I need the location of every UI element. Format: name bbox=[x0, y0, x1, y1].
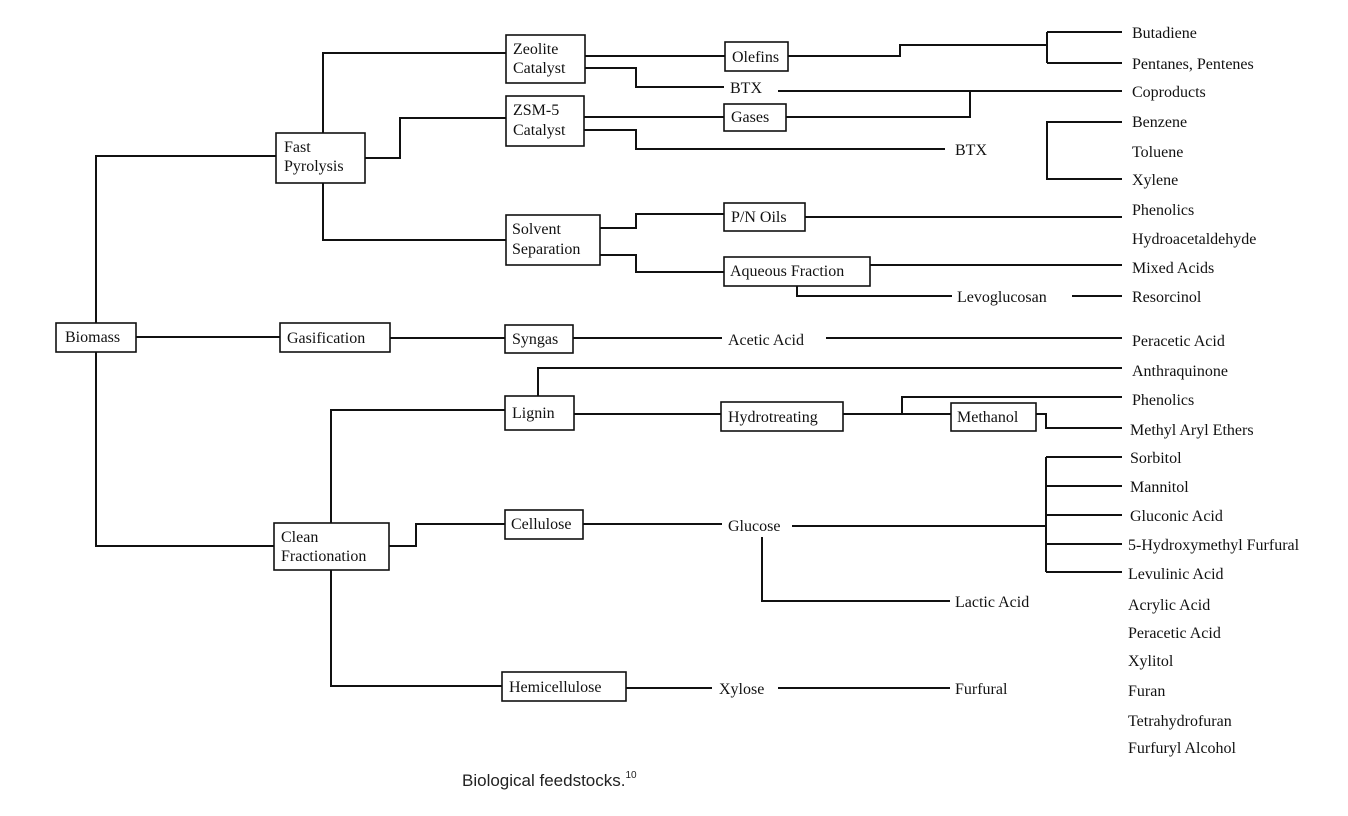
intermediate-acetic-acid: Acetic Acid bbox=[728, 332, 804, 349]
product-labels: Butadiene Pentanes, Pentenes Coproducts … bbox=[1128, 25, 1300, 757]
connector-clean-fractionation-to-cellulose bbox=[389, 523, 505, 547]
connector-glucose-to-lactic-acid bbox=[761, 537, 950, 602]
connector-biomass-to-clean-fractionation bbox=[95, 352, 274, 547]
node-cellulose-label: Cellulose bbox=[511, 516, 571, 533]
node-zsm5-catalyst-line1: ZSM-5 bbox=[513, 102, 559, 119]
node-syngas-label: Syngas bbox=[512, 331, 558, 348]
node-fast-pyrolysis-line2: Pyrolysis bbox=[284, 158, 344, 175]
connector-solvent-to-pn-oils bbox=[600, 213, 724, 229]
node-clean-fractionation-line1: Clean bbox=[281, 529, 318, 546]
product-methyl-aryl-ethers: Methyl Aryl Ethers bbox=[1130, 422, 1254, 439]
connector-lignin-to-anthraquinone bbox=[537, 367, 1122, 396]
connector-fast-pyrolysis-to-zeolite bbox=[322, 52, 506, 133]
connector-aromatics-bracket bbox=[1046, 121, 1122, 180]
node-gases: Gases bbox=[723, 103, 787, 132]
product-sorbitol: Sorbitol bbox=[1130, 450, 1182, 467]
product-levulinic-acid: Levulinic Acid bbox=[1128, 566, 1224, 583]
node-hydrotreating: Hydrotreating bbox=[720, 401, 844, 432]
product-hydroacetaldehyde: Hydroacetaldehyde bbox=[1132, 231, 1256, 248]
figure-caption-text: Biological feedstocks. bbox=[462, 771, 625, 790]
product-phenolics-2: Phenolics bbox=[1132, 392, 1194, 409]
node-methanol-label: Methanol bbox=[957, 409, 1019, 426]
product-mixed-acids: Mixed Acids bbox=[1132, 260, 1214, 277]
node-zsm5-catalyst-line2: Catalyst bbox=[513, 122, 566, 139]
node-olefins-label: Olefins bbox=[732, 49, 779, 66]
intermediate-btx-2: BTX bbox=[955, 142, 987, 159]
connector-hydrotreating-to-phenolics bbox=[843, 396, 1122, 415]
node-gasification: Gasification bbox=[279, 322, 391, 353]
node-biomass: Biomass bbox=[55, 322, 137, 353]
connector-fast-pyrolysis-to-solvent bbox=[322, 183, 506, 241]
intermediate-glucose: Glucose bbox=[728, 518, 780, 535]
node-gases-label: Gases bbox=[731, 109, 769, 126]
product-tetrahydrofuran: Tetrahydrofuran bbox=[1128, 713, 1232, 730]
product-anthraquinone: Anthraquinone bbox=[1132, 363, 1228, 380]
connector-olefins-to-products bbox=[788, 44, 1047, 57]
intermediate-lactic-acid: Lactic Acid bbox=[955, 594, 1029, 611]
product-butadiene: Butadiene bbox=[1132, 25, 1197, 42]
connector-aqueous-to-levoglucosan bbox=[796, 283, 952, 297]
figure-caption: Biological feedstocks.10 bbox=[462, 770, 637, 790]
node-aqueous-fraction-label: Aqueous Fraction bbox=[730, 263, 844, 280]
product-gluconic-acid: Gluconic Acid bbox=[1130, 508, 1223, 525]
product-resorcinol: Resorcinol bbox=[1132, 289, 1202, 306]
product-furan: Furan bbox=[1128, 683, 1165, 700]
connector-clean-fractionation-to-hemicellulose bbox=[330, 570, 502, 687]
node-gasification-label: Gasification bbox=[287, 330, 365, 347]
product-xylene: Xylene bbox=[1132, 172, 1178, 189]
intermediate-levoglucosan: Levoglucosan bbox=[957, 289, 1047, 306]
node-solvent-separation-line2: Separation bbox=[512, 241, 580, 258]
product-coproducts: Coproducts bbox=[1132, 84, 1206, 101]
node-biomass-label: Biomass bbox=[65, 329, 120, 346]
node-cellulose: Cellulose bbox=[504, 509, 584, 540]
node-solvent-separation: Solvent Separation bbox=[505, 214, 601, 266]
connector-zsm5-to-btx bbox=[584, 129, 945, 150]
intermediate-furfural: Furfural bbox=[955, 681, 1008, 698]
product-mannitol: Mannitol bbox=[1130, 479, 1189, 496]
connector-gases-to-coproducts bbox=[786, 91, 971, 118]
connector-lines bbox=[95, 31, 1122, 689]
node-hemicellulose: Hemicellulose bbox=[501, 671, 627, 702]
connector-methanol-to-ethers bbox=[1036, 413, 1122, 429]
product-phenolics-1: Phenolics bbox=[1132, 202, 1194, 219]
node-clean-fractionation-line2: Fractionation bbox=[281, 548, 366, 565]
product-peracetic-acid-1: Peracetic Acid bbox=[1132, 333, 1225, 350]
intermediate-labels: BTX BTX Levoglucosan Acetic Acid Glucose… bbox=[719, 78, 1047, 698]
connector-fast-pyrolysis-to-zsm5 bbox=[365, 117, 506, 159]
node-lignin: Lignin bbox=[504, 395, 575, 431]
node-solvent-separation-line1: Solvent bbox=[512, 221, 561, 238]
product-xylitol: Xylitol bbox=[1128, 653, 1174, 670]
product-peracetic-acid-2: Peracetic Acid bbox=[1128, 625, 1221, 642]
node-clean-fractionation: Clean Fractionation bbox=[273, 522, 390, 571]
product-hmf: 5-Hydroxymethyl Furfural bbox=[1128, 537, 1300, 554]
product-benzene: Benzene bbox=[1132, 114, 1187, 131]
node-aqueous-fraction: Aqueous Fraction bbox=[723, 256, 871, 287]
figure-caption-reference: 10 bbox=[625, 770, 637, 781]
product-pentanes: Pentanes, Pentenes bbox=[1132, 56, 1254, 73]
connector-solvent-to-aqueous bbox=[600, 254, 724, 273]
connector-zeolite-to-btx bbox=[585, 67, 724, 88]
node-fast-pyrolysis: Fast Pyrolysis bbox=[275, 132, 366, 184]
node-zeolite-catalyst-line1: Zeolite bbox=[513, 41, 558, 58]
product-toluene: Toluene bbox=[1132, 144, 1183, 161]
node-zeolite-catalyst: Zeolite Catalyst bbox=[505, 34, 586, 84]
node-hydrotreating-label: Hydrotreating bbox=[728, 409, 818, 426]
intermediate-xylose: Xylose bbox=[719, 681, 764, 698]
node-pn-oils-label: P/N Oils bbox=[731, 209, 787, 226]
connector-biomass-to-fast-pyrolysis bbox=[95, 155, 276, 325]
node-zeolite-catalyst-line2: Catalyst bbox=[513, 60, 566, 77]
intermediate-btx-1: BTX bbox=[730, 80, 762, 97]
node-hemicellulose-label: Hemicellulose bbox=[509, 679, 601, 696]
product-acrylic-acid: Acrylic Acid bbox=[1128, 597, 1210, 614]
connector-clean-fractionation-to-lignin bbox=[330, 409, 505, 523]
node-fast-pyrolysis-line1: Fast bbox=[284, 139, 311, 156]
node-lignin-label: Lignin bbox=[512, 405, 555, 422]
node-methanol: Methanol bbox=[950, 402, 1037, 432]
node-zsm5-catalyst: ZSM-5 Catalyst bbox=[505, 95, 585, 147]
node-syngas: Syngas bbox=[504, 324, 574, 354]
node-pn-oils: P/N Oils bbox=[723, 202, 806, 232]
node-olefins: Olefins bbox=[724, 41, 789, 72]
product-furfuryl-alcohol: Furfuryl Alcohol bbox=[1128, 740, 1237, 757]
